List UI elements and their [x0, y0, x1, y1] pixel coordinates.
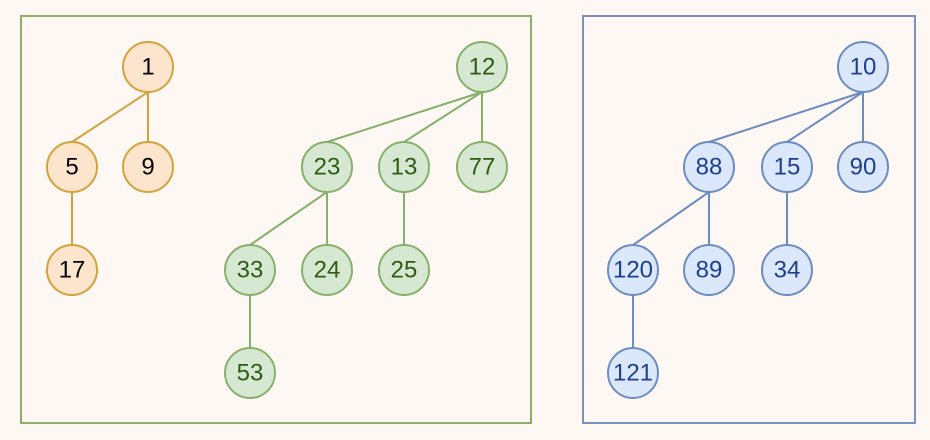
node-circle — [761, 141, 813, 193]
edge-10-15 — [786, 91, 864, 143]
node-label: 89 — [696, 256, 723, 283]
tree-node-89: 89 — [683, 244, 735, 296]
node-label: 88 — [696, 153, 723, 180]
tree-node-33: 33 — [224, 244, 276, 296]
tree-node-53: 53 — [224, 347, 276, 399]
tree-node-17: 17 — [46, 244, 98, 296]
node-circle — [761, 244, 813, 296]
node-label: 17 — [59, 256, 86, 283]
edge-10-88 — [708, 91, 864, 143]
node-circle — [683, 141, 735, 193]
node-label: 5 — [65, 153, 78, 180]
node-circle — [837, 141, 889, 193]
node-circle — [683, 244, 735, 296]
tree-node-9: 9 — [122, 141, 174, 193]
tree-node-120: 120 — [607, 244, 659, 296]
tree-node-15: 15 — [761, 141, 813, 193]
tree-node-1: 1 — [122, 41, 174, 93]
node-circle — [607, 244, 659, 296]
node-circle — [837, 41, 889, 93]
node-label: 24 — [314, 256, 341, 283]
node-label: 12 — [469, 53, 496, 80]
node-label: 34 — [774, 256, 801, 283]
node-circle — [378, 244, 430, 296]
edge-23-33 — [249, 191, 328, 246]
left-panel-frame — [20, 15, 532, 424]
node-label: 13 — [391, 153, 418, 180]
node-label: 23 — [314, 153, 341, 180]
edge-88-120 — [632, 191, 710, 246]
node-circle — [378, 141, 430, 193]
edge-1-5 — [71, 91, 149, 143]
node-label: 90 — [850, 153, 877, 180]
node-circle — [301, 244, 353, 296]
tree-node-25: 25 — [378, 244, 430, 296]
tree-node-77: 77 — [456, 141, 508, 193]
node-circle — [46, 244, 98, 296]
tree-node-24: 24 — [301, 244, 353, 296]
tree-node-12: 12 — [456, 41, 508, 93]
node-circle — [224, 347, 276, 399]
tree-node-10: 10 — [837, 41, 889, 93]
right-panel-frame — [582, 15, 916, 424]
node-label: 53 — [237, 359, 264, 386]
node-label: 77 — [469, 153, 496, 180]
edge-12-13 — [403, 91, 483, 143]
node-circle — [456, 41, 508, 93]
tree-node-34: 34 — [761, 244, 813, 296]
tree-node-88: 88 — [683, 141, 735, 193]
tree-node-121: 121 — [607, 347, 659, 399]
node-label: 15 — [774, 153, 801, 180]
tree-node-90: 90 — [837, 141, 889, 193]
node-circle — [46, 141, 98, 193]
node-label: 120 — [613, 256, 653, 283]
tree-node-5: 5 — [46, 141, 98, 193]
node-label: 33 — [237, 256, 264, 283]
tree-node-23: 23 — [301, 141, 353, 193]
edges-layer — [71, 91, 864, 348]
node-label: 121 — [613, 359, 653, 386]
node-label: 10 — [850, 53, 877, 80]
node-label: 1 — [141, 53, 154, 80]
edge-12-23 — [326, 91, 483, 143]
node-circle — [301, 141, 353, 193]
node-label: 9 — [141, 153, 154, 180]
node-circle — [224, 244, 276, 296]
node-circle — [122, 41, 174, 93]
node-circle — [122, 141, 174, 193]
node-label: 25 — [391, 256, 418, 283]
tree-node-13: 13 — [378, 141, 430, 193]
node-circle — [607, 347, 659, 399]
node-circle — [456, 141, 508, 193]
